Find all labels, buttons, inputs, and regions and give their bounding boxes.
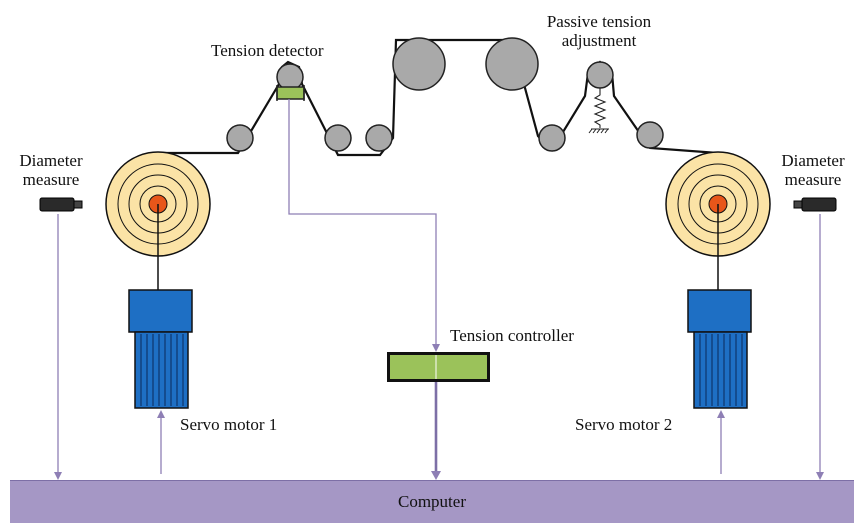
label-tension-controller: Tension controller: [450, 326, 574, 345]
large-roller-left: [392, 37, 446, 91]
roller-left-3: [365, 124, 393, 152]
roller-left-2: [324, 124, 352, 152]
roller-left-1: [226, 124, 254, 152]
label-servo-motor-1: Servo motor 1: [180, 415, 278, 434]
label-passive-tension-adjustment: Passive tension adjustment: [546, 12, 652, 50]
roller-right-2: [636, 121, 664, 149]
passive-tension-roller: [586, 61, 614, 89]
servo-motor-1: [128, 289, 193, 409]
large-roller-right: [485, 37, 539, 91]
arrowheads: [54, 344, 824, 480]
servo-motor-2: [687, 289, 752, 409]
reel-left: [105, 151, 211, 290]
diameter-sensor-right: [793, 197, 837, 212]
ground-icon: [588, 128, 609, 134]
label-computer: Computer: [398, 492, 466, 511]
label-diameter-measure-right: Diameter measure: [781, 151, 845, 189]
label-servo-motor-2: Servo motor 2: [575, 415, 673, 434]
signal-lines: [57, 99, 821, 474]
roller-right-1: [538, 124, 566, 152]
tension-detector-roller: [276, 63, 304, 91]
reel-right: [665, 151, 771, 290]
computer-bar: Computer: [10, 480, 854, 523]
spring-icon: [593, 88, 607, 128]
label-tension-detector: Tension detector: [211, 41, 324, 60]
label-diameter-measure-left: Diameter measure: [19, 151, 83, 189]
diameter-sensor-left: [39, 197, 83, 212]
tension-detector-sensor: [276, 86, 305, 100]
tension-controller-box: [387, 352, 490, 382]
